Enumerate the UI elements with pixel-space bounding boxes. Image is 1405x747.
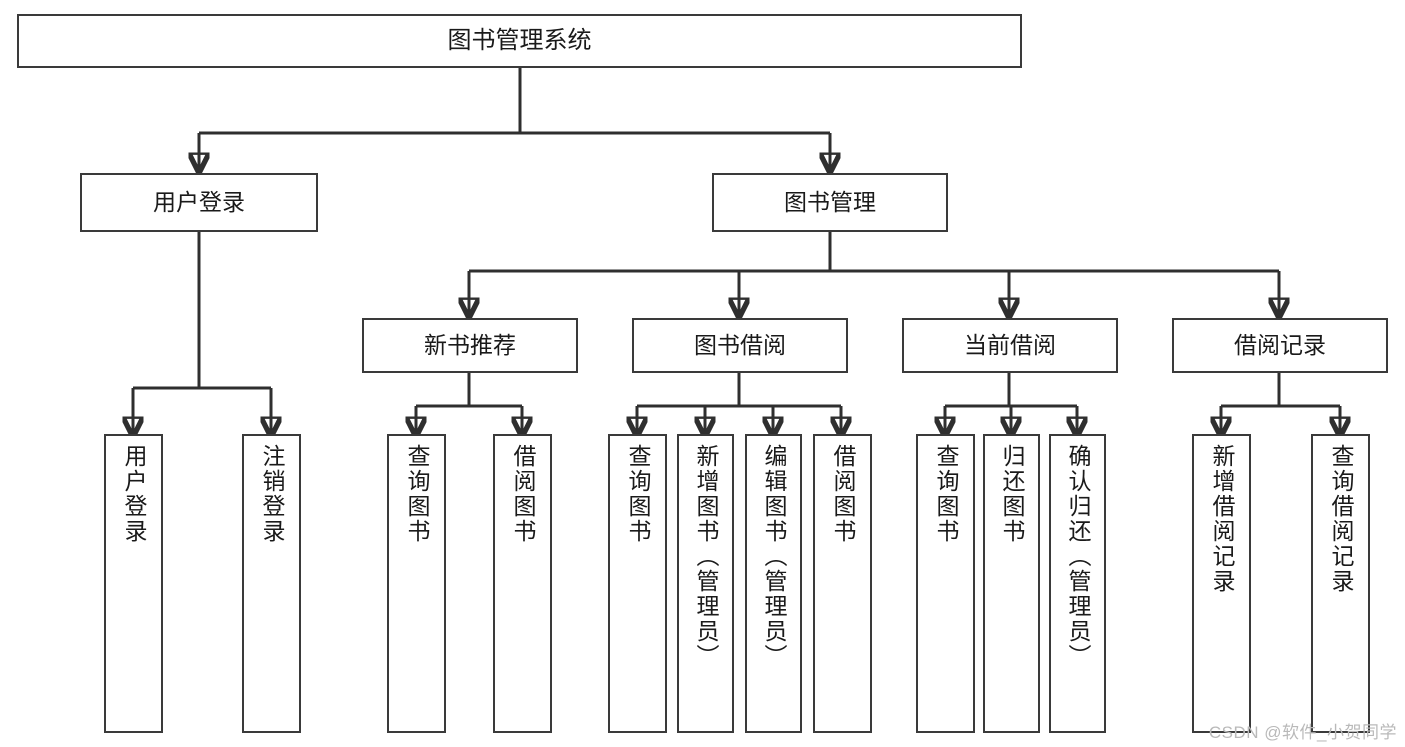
leaf-current-confirm-return-admin[interactable]: 确认归还（管理员） [1049, 434, 1106, 733]
node-label: 图书借阅 [694, 332, 786, 359]
node-borrow-record[interactable]: 借阅记录 [1172, 318, 1388, 373]
node-current-borrow[interactable]: 当前借阅 [902, 318, 1118, 373]
node-label: 借阅图书 [510, 444, 536, 544]
leaf-record-query-record[interactable]: 查询借阅记录 [1311, 434, 1370, 733]
node-label: 用户登录 [121, 444, 147, 544]
node-label: 编辑图书（管理员） [761, 444, 787, 669]
node-label: 当前借阅 [964, 332, 1056, 359]
node-label: 查询借阅记录 [1328, 444, 1354, 594]
leaf-borrow-edit-book-admin[interactable]: 编辑图书（管理员） [745, 434, 802, 733]
node-label: 借阅记录 [1234, 332, 1326, 359]
leaf-user-login-login[interactable]: 用户登录 [104, 434, 163, 733]
node-label: 查询图书 [404, 444, 430, 544]
node-book-management[interactable]: 图书管理 [712, 173, 948, 232]
node-label: 归还图书 [999, 444, 1025, 544]
node-label: 借阅图书 [830, 444, 856, 544]
node-label: 用户登录 [153, 189, 245, 216]
node-user-login[interactable]: 用户登录 [80, 173, 318, 232]
leaf-user-login-logout[interactable]: 注销登录 [242, 434, 301, 733]
leaf-recommend-query-book[interactable]: 查询图书 [387, 434, 446, 733]
leaf-borrow-borrow-book[interactable]: 借阅图书 [813, 434, 872, 733]
node-label: 注销登录 [259, 444, 285, 544]
leaf-borrow-add-book-admin[interactable]: 新增图书（管理员） [677, 434, 734, 733]
leaf-current-query-book[interactable]: 查询图书 [916, 434, 975, 733]
node-label: 确认归还（管理员） [1065, 444, 1091, 669]
node-label: 图书管理 [784, 189, 876, 216]
node-label: 新增借阅记录 [1209, 444, 1235, 594]
node-label: 新增图书（管理员） [693, 444, 719, 669]
node-book-borrow[interactable]: 图书借阅 [632, 318, 848, 373]
node-label: 查询图书 [933, 444, 959, 544]
node-root-library-system[interactable]: 图书管理系统 [17, 14, 1022, 68]
leaf-record-add-record[interactable]: 新增借阅记录 [1192, 434, 1251, 733]
leaf-recommend-borrow-book[interactable]: 借阅图书 [493, 434, 552, 733]
leaf-borrow-query-book[interactable]: 查询图书 [608, 434, 667, 733]
node-label: 图书管理系统 [447, 27, 592, 55]
node-new-book-recommend[interactable]: 新书推荐 [362, 318, 578, 373]
leaf-current-return-book[interactable]: 归还图书 [983, 434, 1040, 733]
node-label: 查询图书 [625, 444, 651, 544]
node-label: 新书推荐 [424, 332, 516, 359]
csdn-watermark: CSDN @软件_小贺同学 [1208, 723, 1397, 742]
